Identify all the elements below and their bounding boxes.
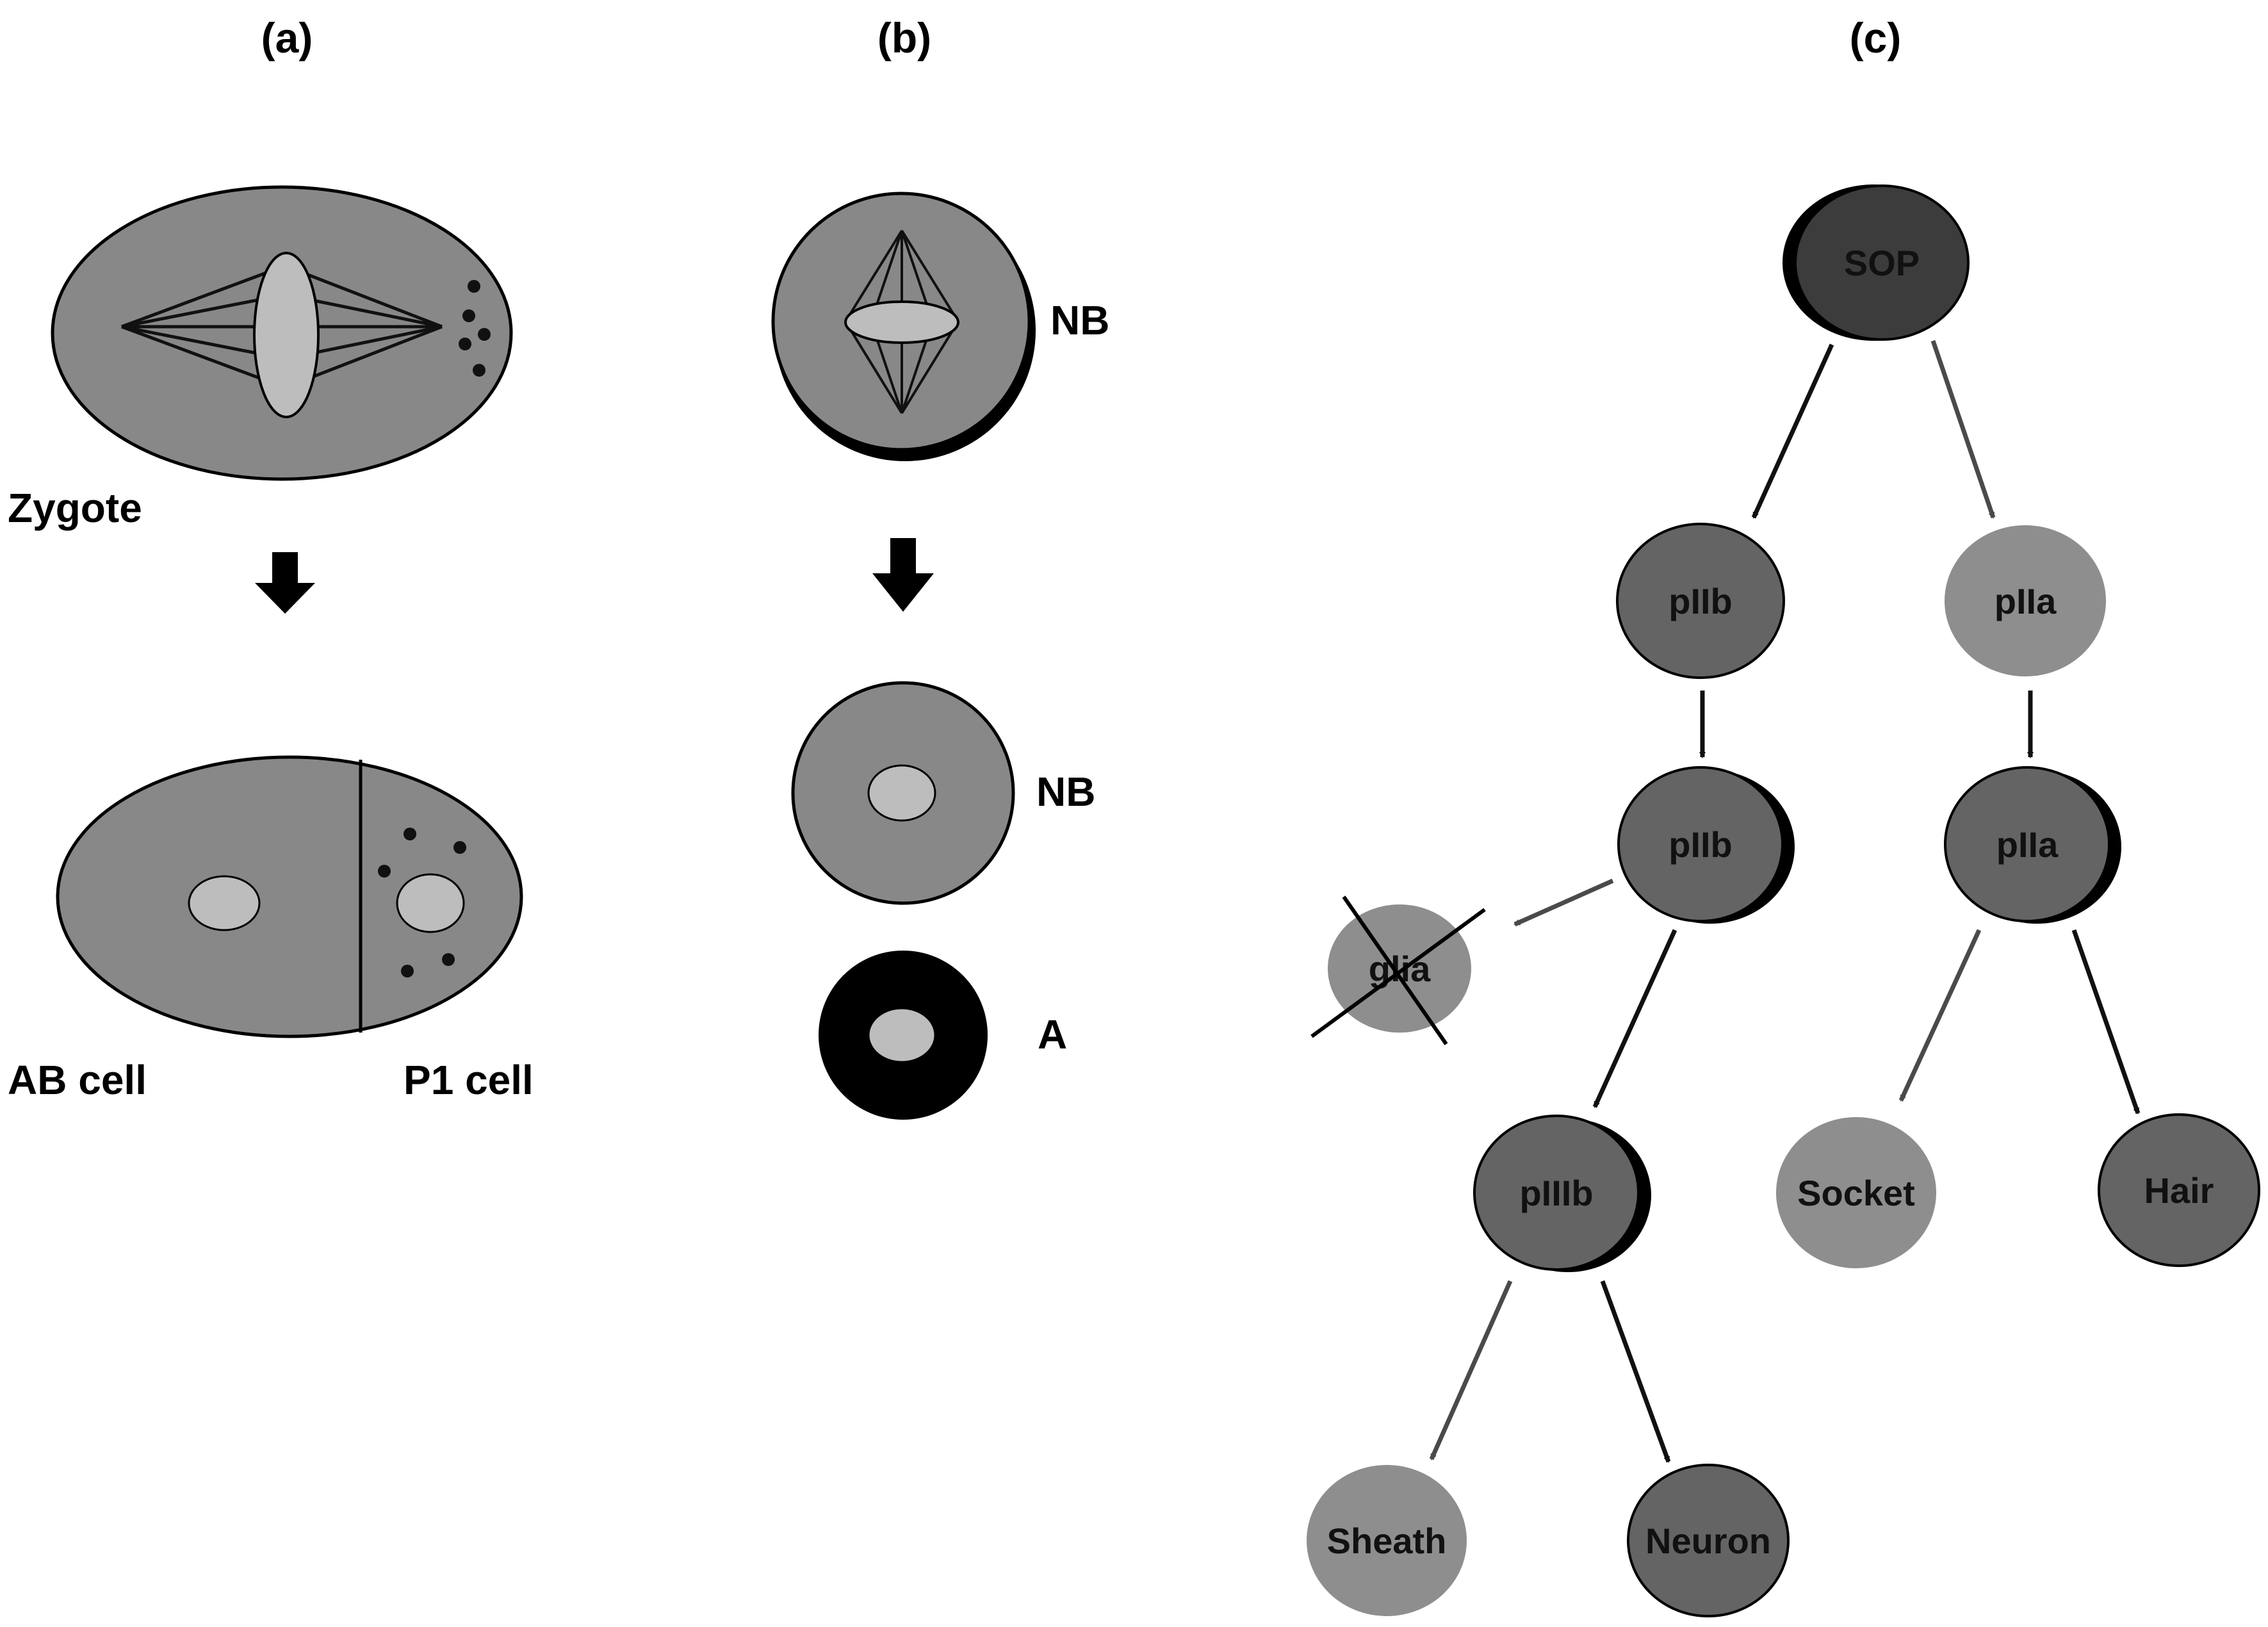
cell-piia-1: pIIa bbox=[1945, 525, 2106, 676]
p1-granules bbox=[378, 828, 466, 977]
piiib-label: pIIIb bbox=[1519, 1173, 1593, 1213]
block-arrow-a bbox=[255, 552, 315, 614]
panel-a: (a) bbox=[8, 14, 534, 1103]
arrow-piiib-neuron bbox=[1600, 1280, 1671, 1463]
arrow-sop-piia bbox=[1930, 339, 1996, 519]
cell-piib-2: pIIb bbox=[1617, 766, 1795, 924]
p1-nucleus bbox=[396, 873, 465, 933]
cell-neuron: Neuron bbox=[1627, 1464, 1790, 1617]
p1-cell-label: P1 cell bbox=[404, 1057, 534, 1103]
arrow-piib-piiib bbox=[1592, 929, 1677, 1108]
metaphase-plate bbox=[253, 252, 320, 418]
panel-c: (c) SOP pIIb pIIa bbox=[1307, 14, 2260, 1617]
nb-nucleus bbox=[867, 764, 936, 822]
cell-sheath: Sheath bbox=[1307, 1465, 1467, 1616]
p-granules bbox=[459, 280, 491, 377]
piia-2-label: pIIa bbox=[1996, 824, 2059, 865]
arrow-piiib-sheath bbox=[1429, 1280, 1513, 1460]
cell-piiib: pIIIb bbox=[1473, 1115, 1651, 1272]
block-arrow-b bbox=[872, 538, 934, 612]
cell-sop: SOP bbox=[1783, 184, 1970, 341]
ab-nucleus bbox=[188, 875, 261, 931]
neuroblast-daughter bbox=[791, 681, 1015, 905]
arrow-piia-socket bbox=[1898, 929, 1982, 1102]
panel-a-label: (a) bbox=[261, 14, 313, 61]
nb-top-label: NB bbox=[1050, 297, 1109, 343]
sheath-label: Sheath bbox=[1327, 1521, 1447, 1561]
panel-b: (b) NB NB bbox=[771, 14, 1109, 1120]
hair-label: Hair bbox=[2144, 1170, 2214, 1211]
ab-cell-label: AB cell bbox=[8, 1057, 147, 1103]
cell-socket: Socket bbox=[1776, 1117, 1936, 1268]
sop-label: SOP bbox=[1844, 243, 1920, 283]
cell-piib-1: pIIb bbox=[1616, 523, 1785, 679]
nb-metaphase-plate bbox=[844, 300, 959, 344]
a-nucleus bbox=[867, 1007, 936, 1063]
zygote-label: Zygote bbox=[8, 485, 142, 531]
zygote-cell bbox=[51, 185, 513, 481]
panel-c-label: (c) bbox=[1850, 14, 1902, 61]
piia-1-label: pIIa bbox=[1995, 581, 2057, 621]
daughter-cell-a bbox=[819, 951, 988, 1120]
neuroblast-dividing bbox=[771, 192, 1036, 461]
cell-glia: glia bbox=[1310, 895, 1486, 1045]
two-cell-embryo bbox=[56, 755, 523, 1038]
cell-piia-2: pIIa bbox=[1944, 766, 2121, 924]
arrow-sop-piib bbox=[1751, 343, 1834, 519]
arrow-piib-glia bbox=[1513, 878, 1614, 927]
glia-cross-mark bbox=[1310, 895, 1486, 1045]
cell-hair: Hair bbox=[2098, 1113, 2260, 1267]
socket-label: Socket bbox=[1797, 1173, 1915, 1213]
arrow-piia-hair bbox=[2071, 929, 2141, 1115]
a-label: A bbox=[1038, 1011, 1067, 1058]
lineage-arrows bbox=[1429, 339, 2141, 1463]
nb-bottom-label: NB bbox=[1036, 769, 1095, 815]
piib-1-label: pIIb bbox=[1668, 581, 1733, 621]
panel-b-label: (b) bbox=[877, 14, 931, 61]
piib-2-label: pIIb bbox=[1668, 824, 1733, 865]
neuron-label: Neuron bbox=[1645, 1521, 1771, 1561]
